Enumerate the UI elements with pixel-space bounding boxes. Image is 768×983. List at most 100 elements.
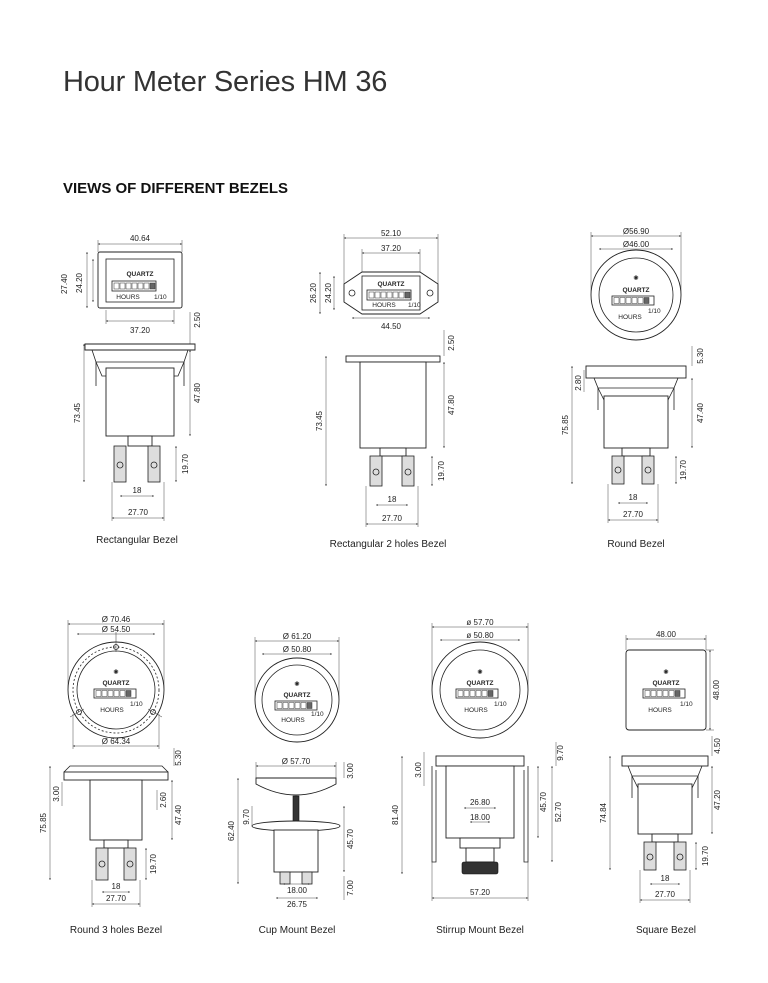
- dim-stud: 9.70: [242, 809, 251, 825]
- ratio-label: 1/10: [680, 701, 693, 708]
- dim-terminal-spacing: 18: [133, 486, 142, 495]
- caption-square-bezel: Square Bezel: [636, 925, 696, 936]
- svg-text:✺: ✺: [633, 275, 639, 282]
- hours-label: HOURS: [372, 302, 396, 309]
- dim-inner-diameter: Ø 50.80: [283, 645, 312, 654]
- dim-base-width: 27.70: [655, 890, 676, 899]
- dim-inner-diameter: ø 50.80: [466, 631, 494, 640]
- dim-window-height: 24.20: [324, 282, 333, 303]
- hours-label: HOURS: [618, 314, 642, 321]
- dim-inner-diameter: Ø 54.50: [102, 625, 131, 634]
- dim-window-height: 24.20: [75, 272, 84, 293]
- dim-outer-diameter: Ø 61.20: [283, 632, 312, 641]
- dim-overall-length: 75.85: [561, 414, 570, 435]
- cup-mount-bezel: ✺ QUARTZ HOURS 1/10 Ø 61.20 Ø 50.80 Ø 57…: [227, 632, 355, 936]
- dim-flange: 9.70: [556, 745, 565, 761]
- square-bezel: ✺ QUARTZ HOURS 1/10 48.00 48.00 74.84: [599, 630, 722, 936]
- caption-cup-mount-bezel: Cup Mount Bezel: [259, 925, 336, 936]
- brand-label: QUARTZ: [466, 680, 493, 687]
- svg-text:✺: ✺: [113, 669, 119, 676]
- hours-label: HOURS: [648, 707, 672, 714]
- dim-overall-width: 52.10: [381, 229, 402, 238]
- ratio-label: 1/10: [154, 294, 167, 301]
- dim-stirrup-width: 26.80: [470, 798, 491, 807]
- dim-inner-diameter: Ø46.00: [623, 240, 650, 249]
- dim-width: 40.64: [130, 234, 151, 243]
- cup-mount-front-view: ✺ QUARTZ HOURS 1/10 Ø 61.20 Ø 50.80: [254, 632, 340, 743]
- dim-terminal-spacing: 18: [661, 874, 670, 883]
- dim-body-height: 45.70: [539, 791, 548, 812]
- dim-base-width: 27.70: [382, 514, 403, 523]
- dim-overall-length: 74.84: [599, 802, 608, 823]
- caption-rectangular-bezel: Rectangular Bezel: [96, 535, 178, 546]
- brand-label: QUARTZ: [622, 287, 649, 294]
- svg-text:✺: ✺: [294, 681, 300, 688]
- round-bezel: ✺ QUARTZ HOURS 1/10 Ø56.90 Ø46.00 75.85: [561, 227, 705, 550]
- stirrup-mount-bezel: ✺ QUARTZ HOURS 1/10 ø 57.70 ø 50.80 26.8…: [391, 618, 565, 936]
- dim-body-height: 47.20: [713, 789, 722, 810]
- round-side-view: 75.85 2.80 5.30 47.40 19.70 18 27.70: [561, 346, 705, 523]
- dim-bezel-thickness: 3.00: [346, 763, 355, 779]
- cup-mount-side-view: Ø 57.70 62.40 9.70 3.00 45.70 7.00 18.00…: [227, 757, 355, 909]
- dim-terminal-spacing: 18.00: [470, 813, 491, 822]
- dim-terminal-length: 19.70: [181, 453, 190, 474]
- dim-bezel-thickness: 5.30: [696, 348, 705, 364]
- dim-overall-length: 75.85: [39, 812, 48, 833]
- dim-terminal-length: 19.70: [149, 853, 158, 874]
- dim-bezel-thickness: 2.50: [447, 335, 456, 351]
- rectangular-front-view: QUARTZ HOURS 1/10 40.64 27.40 24.20 37.2…: [60, 234, 202, 345]
- dim-window-width: 37.20: [130, 326, 151, 335]
- ratio-label: 1/10: [408, 302, 421, 309]
- rectangular-2-holes-front-view: QUARTZ HOURS 1/10 52.10 37.20 26.20 24.2…: [309, 229, 439, 331]
- dim-body-height: 47.40: [696, 402, 705, 423]
- dim-width: 37.20: [381, 244, 402, 253]
- ratio-label: 1/10: [494, 701, 507, 708]
- dim-base-width: 27.70: [128, 508, 149, 517]
- rectangular-2-holes-side-view: 73.45 2.50 47.80 19.70 18 27.70: [315, 330, 456, 527]
- brand-label: QUARTZ: [126, 271, 153, 278]
- hours-label: HOURS: [281, 717, 305, 724]
- dim-outer-diameter: Ø 70.46: [102, 615, 131, 624]
- round-3-holes-bezel: ✺ QUARTZ HOURS 1/10 Ø 70.46 Ø 54.50 Ø 64…: [39, 615, 183, 936]
- caption-stirrup-mount-bezel: Stirrup Mount Bezel: [436, 925, 524, 936]
- dim-bezel-thickness: 3.00: [414, 762, 423, 778]
- svg-text:✺: ✺: [477, 669, 483, 676]
- square-front-view: ✺ QUARTZ HOURS 1/10 48.00 48.00: [625, 630, 721, 731]
- meter-face: QUARTZ HOURS 1/10: [111, 271, 167, 301]
- dim-terminal-length: 7.00: [346, 880, 355, 896]
- dim-body-height: 47.80: [193, 382, 202, 403]
- rectangular-2-holes-bezel: QUARTZ HOURS 1/10 52.10 37.20 26.20 24.2…: [309, 229, 456, 550]
- dim-overall-length: 62.40: [227, 820, 236, 841]
- dim-terminal-spacing: 18: [629, 493, 638, 502]
- dim-height: 27.40: [60, 273, 69, 294]
- page-title: Hour Meter Series HM 36: [63, 66, 388, 98]
- dim-base-width: 57.20: [470, 888, 491, 897]
- dim-outer-diameter: Ø56.90: [623, 227, 650, 236]
- rectangular-bezel: QUARTZ HOURS 1/10 40.64 27.40 24.20 37.2…: [60, 234, 202, 546]
- svg-text:✺: ✺: [663, 669, 669, 676]
- dim-height: 26.20: [309, 282, 318, 303]
- dim-bezel-thickness: 2.50: [193, 312, 202, 328]
- hours-label: HOURS: [100, 707, 124, 714]
- dim-terminal-spacing: 18: [112, 882, 121, 891]
- brand-label: QUARTZ: [283, 692, 310, 699]
- round-front-view: ✺ QUARTZ HOURS 1/10 Ø56.90 Ø46.00: [590, 227, 682, 341]
- ratio-label: 1/10: [311, 711, 324, 718]
- dim-overall-length: 73.45: [73, 402, 82, 423]
- dim-overall-length: 73.45: [315, 410, 324, 431]
- stirrup-mount-side-view: 26.80 18.00 81.40 3.00 45.70 52.70 9.70 …: [391, 742, 565, 901]
- dim-body-height: 45.70: [346, 828, 355, 849]
- dim-terminal-length: 19.70: [679, 459, 688, 480]
- dim-hole-spacing: 44.50: [381, 322, 402, 331]
- dim-flange2: 2.60: [159, 792, 168, 808]
- caption-round-3-holes-bezel: Round 3 holes Bezel: [70, 925, 162, 936]
- brand-label: QUARTZ: [652, 680, 679, 687]
- caption-rectangular-2-holes-bezel: Rectangular 2 holes Bezel: [330, 539, 447, 550]
- hours-label: HOURS: [464, 707, 488, 714]
- square-side-view: 74.84 4.50 47.20 19.70 18 27.70: [599, 736, 722, 903]
- dim-base-width: 26.75: [287, 900, 308, 909]
- dim-terminal-length: 19.70: [701, 845, 710, 866]
- dim-bezel-thickness: 5.30: [174, 750, 183, 766]
- dim-terminal-length: 19.70: [437, 460, 446, 481]
- dim-outer-diameter: ø 57.70: [466, 618, 494, 627]
